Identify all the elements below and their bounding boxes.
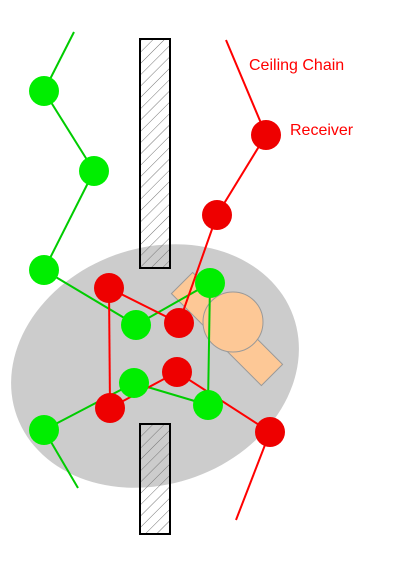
wall-top xyxy=(139,38,171,269)
red-nodes xyxy=(94,120,285,447)
red-node xyxy=(164,308,194,338)
red-node xyxy=(162,357,192,387)
green-node xyxy=(79,156,109,186)
green-node xyxy=(195,268,225,298)
green-node xyxy=(193,390,223,420)
red-node xyxy=(255,417,285,447)
green-node xyxy=(121,310,151,340)
receiver-node xyxy=(251,120,281,150)
green-nodes xyxy=(29,76,225,445)
red-node xyxy=(94,273,124,303)
green-node xyxy=(29,415,59,445)
receiver-label: Receiver xyxy=(290,122,354,139)
green-node xyxy=(29,76,59,106)
red-node xyxy=(202,200,232,230)
green-node xyxy=(29,255,59,285)
green-node xyxy=(119,368,149,398)
wall-bottom xyxy=(139,423,171,535)
ceiling-chain-label: Ceiling Chain xyxy=(249,57,344,74)
red-node xyxy=(95,393,125,423)
person-icon xyxy=(170,271,284,387)
